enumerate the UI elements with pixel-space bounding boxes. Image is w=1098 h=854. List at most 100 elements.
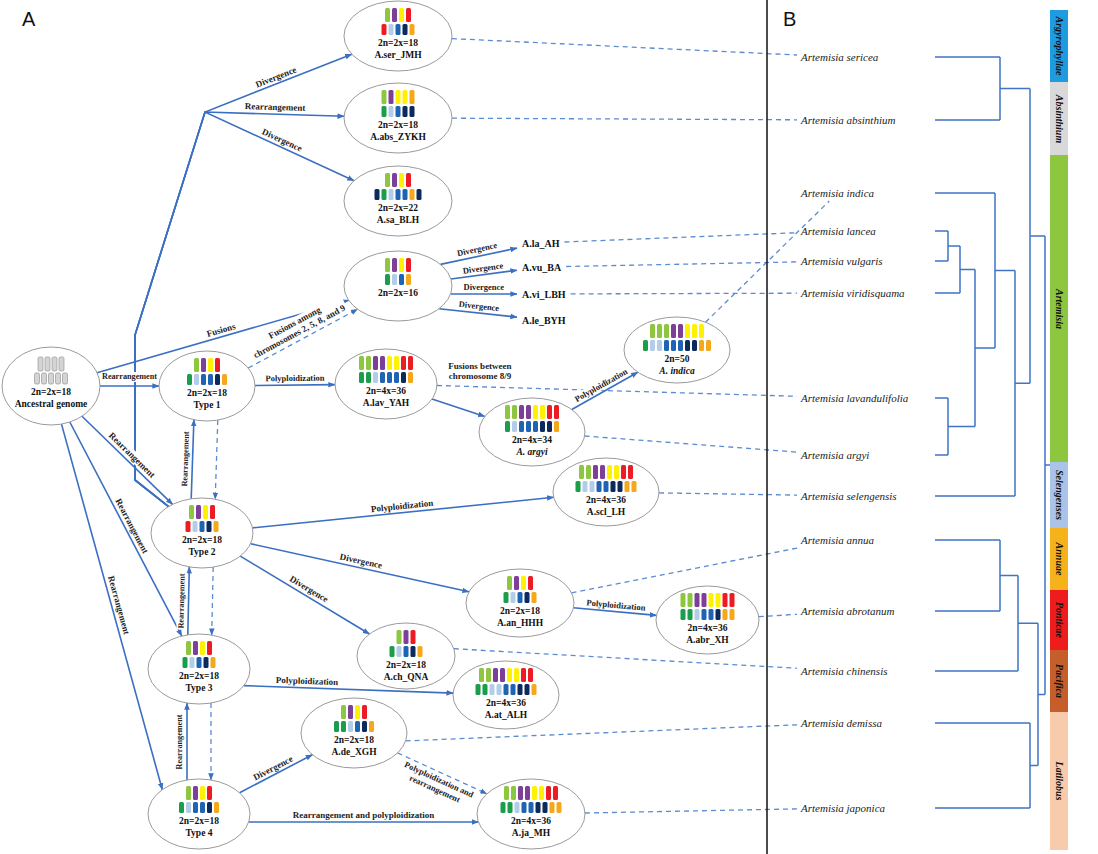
chromosome-number: 2n=4x=36 [366,386,406,398]
karyotype-text: 2n=2x=18Type 2 [150,535,254,558]
genome-name: A.at_ALH [485,710,528,722]
edge-label: Rearrangement [243,101,306,113]
karyotype-drawing [334,348,438,420]
karyotype-ellipse: 2n=4x=36A.scl_LH [552,457,660,527]
genome-name: A.sa_BLH [377,215,420,227]
genome-name: A.scl_LH [587,507,625,519]
arrow-connector [135,54,352,506]
edge-label: Fusions among chromosomes 2, 5, 8, and 9 [245,293,349,361]
dashed-connector [585,436,797,452]
panel-divider [766,0,768,854]
edge-label: Rearrangement and polyploidization [292,810,436,820]
species-name: Artemisia chinensis [800,664,888,678]
edge-label: Rearrangement [113,496,151,556]
karyotype-ellipse: 2n=2x=16 [343,250,453,322]
arrow-connector [186,703,188,780]
karyotype-drawing [150,497,254,569]
karyotype-text: 2n=4x=36A.abr_XH [655,623,760,646]
karyotype-ellipse: 2n=2x=18Type 1 [158,350,256,422]
species-name: Artemisia vulgaris [800,254,884,268]
karyotype-drawing [158,350,256,422]
clade-name: Annuae [1053,543,1065,576]
clade-name: Ponticae [1053,602,1065,638]
species-name: Artemisia japonica [800,801,886,815]
edge-label: Rearrangement [105,574,131,637]
arrow-connector [255,384,335,386]
chromosome-number: 2n=4x=36 [586,495,626,507]
karyotype-text: 2n=2x=18Type 1 [158,388,256,411]
species-name: Artemisia selengensis [800,489,898,503]
species-label: Artemisia vulgaris [801,254,883,268]
genome-name: A.ja_MH [512,828,550,840]
karyotype-ellipse: 2n=2x=18A.de_XGH [300,697,408,769]
genome-name: Type 4 [185,828,212,840]
species-name: Artemisia viridisquama [800,286,906,300]
karyotype-text: 2n=2x=18A.an_HHH [465,606,575,629]
code-label: A.la_AH [522,237,560,250]
edge-label: Polyploidization and rearrangement [393,757,480,811]
arrow-connector [240,556,369,634]
dashed-connector [212,567,214,635]
karyotype-text: 2n=4x=36A.ja_MH [476,816,586,839]
karyotype-text: 2n=4x=36A.lav_YAH [334,386,438,409]
arrow-connector [62,424,163,790]
chromosome-number: 2n=2x=18 [386,660,426,672]
arrow-connector [253,497,554,528]
karyotype-drawing [147,778,251,850]
taxon-code: A.le_BYH [520,314,568,327]
dashed-connector [585,809,797,813]
dashed-connector [572,548,798,593]
karyotype-text: 2n=2x=18Ancestral genome [1,387,101,410]
genome-name: A.ch_QNA [384,672,429,684]
species-name: Artemisia indica [800,186,875,200]
dashed-connector [571,293,797,295]
karyotype-drawing [343,250,453,322]
edge-label: Divergence [253,64,299,90]
karyotype-drawing [343,165,453,237]
arrow-connector [432,399,485,416]
karyotype-text: 2n=50A. indica [623,354,731,377]
karyotype-drawing [147,633,251,705]
tree-branches [935,57,1050,808]
chromosome-number: 2n=2x=18 [500,606,540,618]
karyotype-ellipse: 2n=2x=18A.ser_JMH [343,0,453,72]
karyotype-ellipse: 2n=4x=36A.ja_MH [476,778,586,850]
clade-band: Annuae [1050,528,1068,590]
dashed-connector [659,493,797,495]
karyotype-ellipse: 2n=2x=18Type 2 [150,497,254,569]
karyotype-ellipse: 2n=2x=18A.an_HHH [465,568,575,638]
arrow-connector [188,567,190,635]
chromosome-number: 2n=4x=34 [512,435,552,447]
karyotype-ellipse: 2n=2x=18Type 3 [147,633,251,705]
taxon-code: A.vi_LBH [520,288,568,301]
arrow-connector [135,112,354,507]
karyotype-ellipse: 2n=4x=36A.lav_YAH [334,348,438,420]
edge-label: Fusions [204,321,237,339]
karyotype-ellipse: 2n=4x=36A.abr_XH [655,585,760,655]
karyotype-text: 2n=2x=18A.abs_ZYKH [343,120,453,143]
karyotype-text: 2n=4x=36A.scl_LH [552,495,660,518]
species-name: Artemisia lavandulifolia [800,391,909,405]
karyotype-text: 2n=2x=18Type 3 [147,671,251,694]
species-label: Artemisia indica [801,186,874,200]
karyotype-ellipse: 2n=2x=18Ancestral genome [1,346,101,426]
clade-name: Selengenses [1053,470,1065,520]
dashed-connector [565,233,798,242]
species-label: Artemisia demissa [801,716,882,730]
clade-name: Argyrophyllae [1053,17,1065,76]
species-label: Artemisia japonica [801,801,885,815]
arrow-connector [251,544,469,592]
chromosome-number: 2n=2x=18 [334,735,374,747]
dashed-connector [452,39,797,55]
genome-name: A.abs_ZYKH [370,132,426,144]
chromosome-number: 2n=4x=36 [688,623,728,635]
genome-name: Type 1 [193,400,220,412]
chromosome-number: 2n=2x=18 [187,388,227,400]
karyotype-ellipse: 2n=4x=36A.at_ALH [452,660,560,730]
species-label: Artemisia annua [801,533,874,547]
species-label: Artemisia absinthium [801,113,895,127]
chromosome-number: 2n=2x=18 [179,671,219,683]
clade-band: Latilobus [1050,712,1068,850]
dashed-connector [215,420,218,499]
